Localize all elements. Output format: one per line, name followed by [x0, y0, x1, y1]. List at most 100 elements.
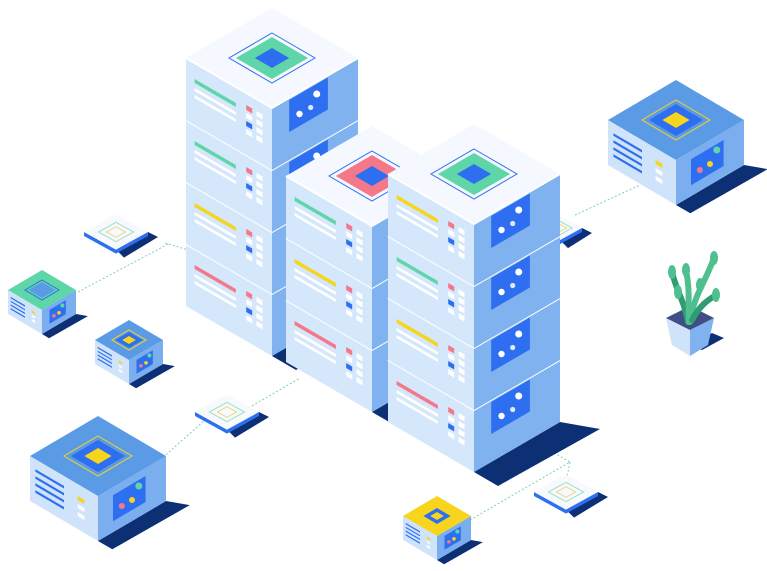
status-stripe	[396, 195, 438, 223]
indicator-light	[356, 299, 363, 308]
indicator-light	[458, 297, 465, 306]
left-face	[286, 176, 372, 288]
status-dot-icon	[52, 313, 56, 318]
shadow	[42, 314, 88, 339]
indicator-light	[458, 235, 465, 244]
indicator-light	[246, 291, 253, 300]
indicator-light	[448, 415, 455, 424]
shadow	[129, 364, 175, 389]
drive-knob-icon	[515, 330, 523, 338]
indicator-light	[356, 229, 363, 238]
indicator-light	[448, 237, 455, 246]
drive-knob-icon	[515, 268, 523, 276]
objects	[8, 8, 744, 560]
status-stripe	[294, 197, 336, 225]
indicator-light	[346, 355, 353, 364]
indicator-light	[458, 437, 465, 446]
indicator-light	[256, 297, 263, 306]
indicator-light	[246, 237, 253, 246]
indicator-light	[246, 105, 253, 114]
plant-stem	[683, 267, 692, 325]
indicator-light	[356, 291, 363, 300]
status-stripe	[194, 203, 236, 231]
indicator-light	[256, 259, 263, 268]
server-tower-middle	[285, 126, 459, 412]
vent-stripe	[396, 335, 438, 362]
indicator-light	[246, 245, 253, 254]
device-small-yellow	[403, 496, 471, 560]
indicator-light	[458, 251, 465, 260]
indicator-light	[246, 183, 253, 192]
left-face	[388, 236, 474, 348]
indicator-light	[346, 223, 353, 232]
device-emblem-outline	[63, 435, 133, 477]
device-emblem-core	[430, 512, 444, 520]
vent-stripe	[10, 296, 25, 307]
indicator-light	[118, 360, 123, 365]
indicator-light	[426, 544, 431, 550]
indicator-light	[256, 305, 263, 314]
vent-stripe	[294, 206, 336, 233]
indicator-light	[448, 221, 455, 230]
indicator-light	[256, 235, 263, 244]
indicator-light	[256, 111, 263, 120]
indicator-light	[458, 359, 465, 368]
device-emblem-outline	[111, 329, 147, 351]
vent-stripe	[35, 476, 64, 496]
plant-icon	[666, 251, 720, 356]
indicator-light	[246, 253, 253, 262]
plant-leaf	[712, 288, 720, 302]
status-dot-icon	[57, 310, 61, 315]
status-stripe	[294, 259, 336, 287]
indicator-light	[356, 307, 363, 316]
indicator-light	[448, 353, 455, 362]
indicator-light	[458, 313, 465, 322]
vent-stripe	[613, 154, 642, 174]
indicator-light	[458, 305, 465, 314]
chip-pattern	[555, 486, 577, 498]
left-face	[388, 298, 474, 410]
server-tower-left	[185, 8, 359, 356]
shadow	[560, 228, 592, 249]
vent-stripe	[294, 268, 336, 295]
indicator-light	[458, 351, 465, 360]
chip-pattern	[105, 226, 127, 238]
connection-line	[244, 377, 301, 411]
shadow	[474, 422, 600, 486]
status-stripe	[194, 79, 236, 107]
indicator-light	[256, 135, 263, 144]
indicator-light	[118, 368, 123, 374]
device-emblem-outline	[641, 99, 711, 141]
indicator-light	[77, 512, 85, 520]
left-face	[186, 244, 272, 356]
indicator-light	[448, 229, 455, 238]
vent-stripe	[10, 300, 25, 311]
vent-stripe	[405, 534, 420, 544]
vent-stripe	[613, 147, 642, 167]
indicator-light	[346, 347, 353, 356]
device-emblem-core	[662, 112, 690, 128]
indicator-light	[448, 283, 455, 292]
device-emblem-outline	[419, 505, 455, 527]
plant-leaf	[674, 285, 682, 299]
drive-knob-icon	[510, 406, 516, 413]
indicator-light	[346, 293, 353, 302]
plant-leaf	[682, 263, 690, 277]
indicator-light	[458, 227, 465, 236]
status-dot-icon	[147, 353, 152, 358]
status-dot-icon	[713, 146, 721, 154]
top-emblem-core	[456, 164, 492, 184]
indicator-light	[246, 121, 253, 130]
left-face	[186, 58, 272, 170]
vent-stripe	[194, 274, 236, 301]
vent-stripe	[35, 469, 64, 489]
indicator-light	[356, 245, 363, 254]
status-stripe	[396, 257, 438, 285]
top-emblem-outline	[430, 148, 518, 200]
indicator-light	[458, 421, 465, 430]
top-emblem-core	[354, 166, 390, 186]
drive-knob-icon	[515, 392, 523, 400]
indicator-light	[256, 313, 263, 322]
status-dot-icon	[144, 360, 148, 365]
vent-stripe	[405, 526, 420, 537]
